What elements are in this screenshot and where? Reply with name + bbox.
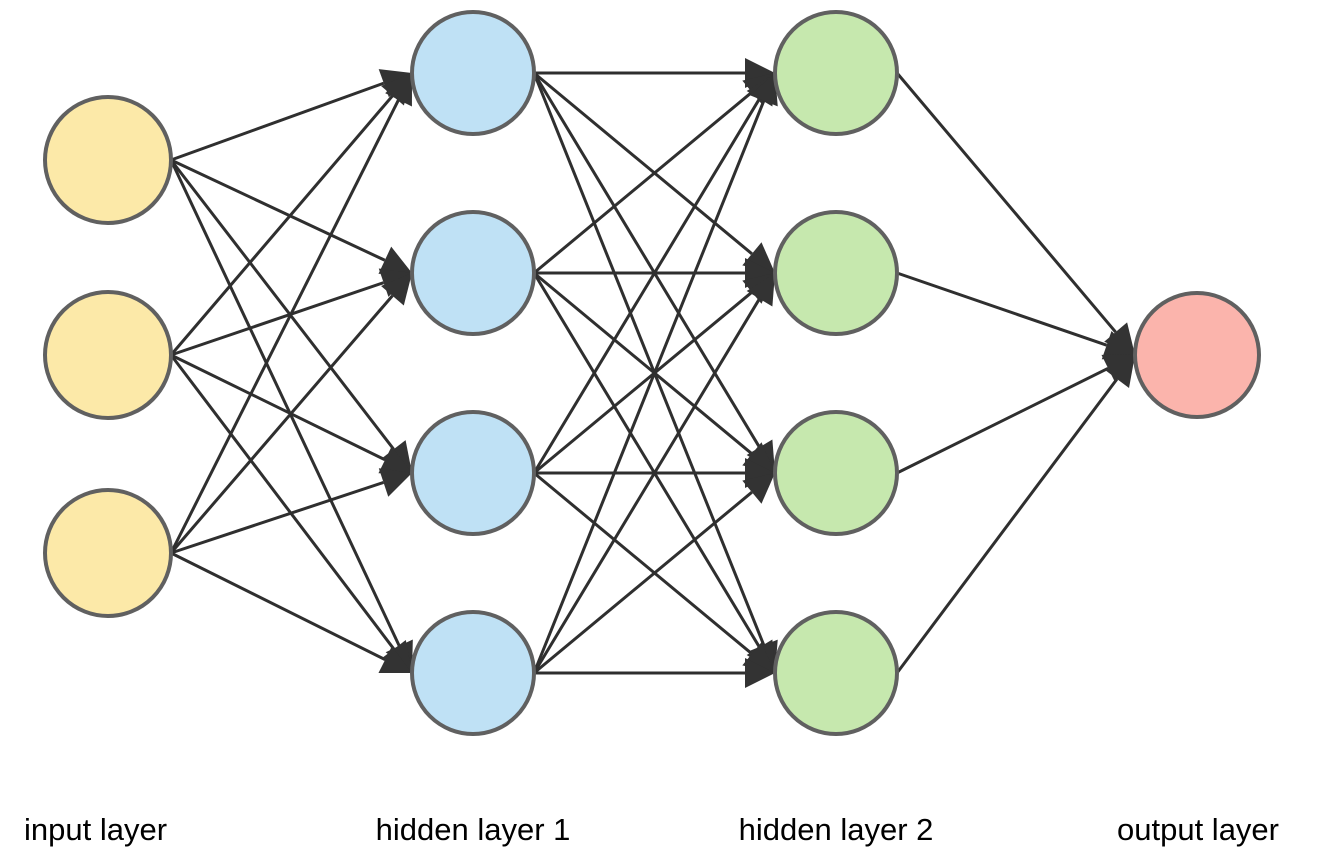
edge-hidden1-0-to-hidden2-2 <box>532 72 761 449</box>
arrowhead-input-2-to-hidden1-0 <box>385 73 412 107</box>
edge-hidden1-3-to-hidden2-2 <box>533 491 753 675</box>
edges-group <box>169 71 1119 675</box>
edge-hidden1-2-to-hidden2-3 <box>533 471 753 655</box>
edge-input-2-to-hidden1-1 <box>169 294 394 554</box>
arrowhead-input-0-to-hidden1-1 <box>378 246 412 274</box>
edge-hidden2-3-to-output-0 <box>895 378 1119 674</box>
node-input-3[interactable] <box>43 488 173 618</box>
node-output-1[interactable] <box>1133 291 1261 419</box>
node-hidden2-1[interactable] <box>773 10 899 136</box>
arrowhead-hidden1-3-to-hidden2-2 <box>742 473 775 504</box>
arrowhead-input-2-to-hidden1-1 <box>381 273 412 306</box>
layer-label-hidden1: hidden layer 1 <box>376 812 571 847</box>
edge-hidden1-2-to-hidden2-1 <box>533 291 753 475</box>
node-hidden2-2[interactable] <box>773 210 899 336</box>
edge-input-2-to-hidden1-3 <box>170 551 386 661</box>
layer-label-output: output layer <box>1117 812 1279 847</box>
edge-input-0-to-hidden1-1 <box>170 158 386 262</box>
edge-input-1-to-hidden1-3 <box>169 354 396 650</box>
edge-input-0-to-hidden1-0 <box>170 81 385 162</box>
arrowhead-hidden2-3-to-output-0 <box>1105 355 1135 389</box>
edge-input-0-to-hidden1-2 <box>169 159 395 451</box>
node-hidden1-4[interactable] <box>410 610 536 736</box>
node-hidden2-3[interactable] <box>773 410 899 536</box>
edge-input-1-to-hidden1-2 <box>170 353 386 462</box>
edge-hidden1-1-to-hidden2-3 <box>532 272 761 649</box>
arrowhead-hidden2-1-to-output-0 <box>1101 331 1135 360</box>
edge-input-1-to-hidden1-0 <box>169 94 394 356</box>
edge-input-0-to-hidden1-3 <box>169 159 401 647</box>
edge-hidden2-1-to-output-0 <box>896 271 1108 347</box>
edge-hidden2-0-to-output-0 <box>895 72 1117 334</box>
node-hidden1-2[interactable] <box>410 210 536 336</box>
node-hidden2-4[interactable] <box>773 610 899 736</box>
arrowhead-hidden1-3-to-hidden2-0 <box>749 73 778 107</box>
edge-hidden1-2-to-hidden2-0 <box>532 97 761 474</box>
arrowhead-input-2-to-hidden1-2 <box>378 468 412 497</box>
edge-hidden1-3-to-hidden2-0 <box>532 100 766 674</box>
arrowhead-hidden1-3-to-hidden2-1 <box>746 273 775 307</box>
layer-labels-group: input layer hidden layer 1 hidden layer 2 o… <box>24 812 1279 847</box>
edge-input-1-to-hidden1-1 <box>170 281 385 357</box>
edge-hidden1-0-to-hidden2-3 <box>532 72 766 646</box>
arrowhead-hidden2-0-to-output-0 <box>1104 322 1135 355</box>
edge-hidden1-1-to-hidden2-0 <box>533 91 753 275</box>
arrowhead-input-1-to-hidden1-2 <box>378 446 412 474</box>
node-input-1[interactable] <box>43 95 173 225</box>
layer-label-input: input layer <box>24 812 167 847</box>
arrowhead-hidden1-3-to-hidden2-3 <box>745 658 775 688</box>
node-input-2[interactable] <box>43 290 173 420</box>
edge-hidden2-2-to-output-0 <box>896 366 1109 475</box>
edge-input-2-to-hidden1-0 <box>169 99 400 554</box>
edge-input-2-to-hidden1-2 <box>170 481 385 555</box>
node-hidden1-3[interactable] <box>410 410 536 536</box>
arrowhead-input-2-to-hidden1-3 <box>378 646 412 674</box>
edge-hidden1-1-to-hidden2-2 <box>533 271 753 455</box>
layer-label-hidden2: hidden layer 2 <box>739 812 934 847</box>
nodes-group <box>43 10 1261 736</box>
node-hidden1-1[interactable] <box>410 10 536 136</box>
edge-hidden1-3-to-hidden2-1 <box>532 297 761 674</box>
arrowheads-group <box>378 58 1135 688</box>
